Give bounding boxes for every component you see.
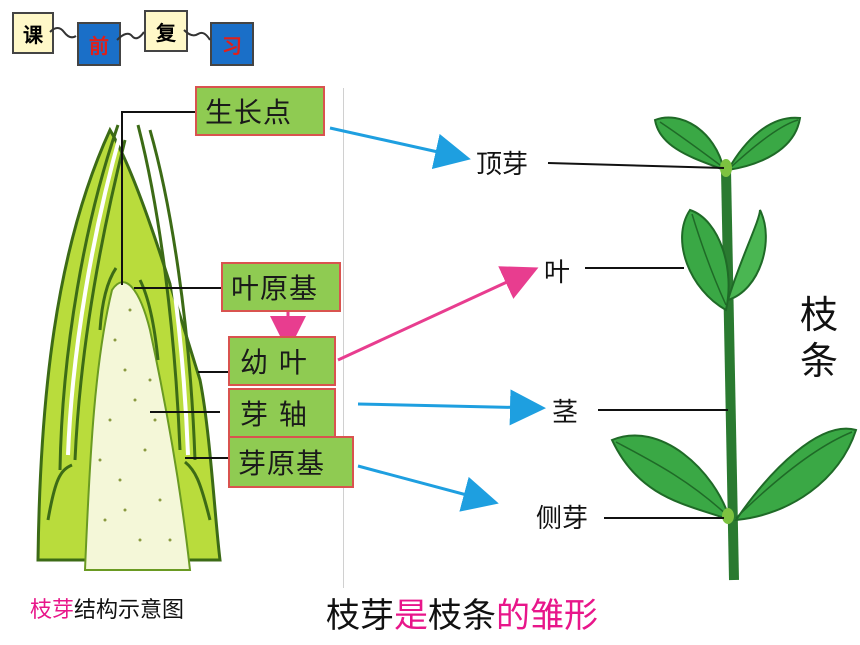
label-bud-axis: 芽 轴 — [228, 388, 336, 438]
label-bud-primordium-text: 芽原基 — [238, 447, 326, 480]
arrow-young-to-leaf — [337, 266, 539, 362]
header-connectors — [49, 27, 211, 41]
arrow-growth-to-terminal — [329, 126, 471, 170]
label-lateral-bud: 侧芽 — [536, 504, 589, 534]
label-leaf-primordium-text: 叶原基 — [231, 272, 319, 305]
header-tag-fu-text: 复 — [156, 20, 176, 45]
header-tag-ke-text: 课 — [23, 22, 43, 47]
conclusion-part-b: 是 — [394, 596, 428, 636]
label-stem: 茎 — [552, 398, 579, 428]
conclusion-part-d: 的雏形 — [496, 596, 598, 636]
label-shoot: 枝条 — [800, 293, 839, 383]
label-growth-point: 生长点 — [195, 86, 325, 136]
bud-caption: 枝芽结构示意图 — [30, 592, 184, 624]
label-terminal-bud: 顶芽 — [476, 150, 529, 180]
conclusion-statement: 枝芽是枝条的雏形 — [326, 588, 598, 637]
arrow-axis-to-stem — [357, 389, 546, 426]
header-tag-xi: 习 — [210, 22, 254, 66]
bud-section-illustration — [36, 124, 222, 571]
label-bud-axis-text: 芽 轴 — [240, 398, 308, 431]
conclusion-part-a: 枝芽 — [326, 596, 394, 636]
bud-caption-accent: 枝芽 — [30, 598, 75, 623]
shoot-illustration — [610, 116, 858, 581]
header-tag-qian-text: 前 — [89, 33, 109, 58]
label-leaf-primordium: 叶原基 — [221, 262, 341, 312]
shoot-leader-lines — [547, 162, 728, 519]
header-tag-xi-text: 习 — [222, 33, 242, 58]
label-leaf: 叶 — [544, 258, 571, 288]
header-tag-fu: 复 — [144, 10, 188, 52]
label-young-leaf: 幼 叶 — [228, 336, 336, 386]
conclusion-part-c: 枝条 — [428, 596, 496, 636]
label-growth-point-text: 生长点 — [205, 96, 293, 129]
center-divider — [343, 88, 344, 588]
header-tag-qian: 前 — [77, 22, 121, 66]
arrow-budprim-to-lateral — [357, 464, 499, 512]
label-young-leaf-text: 幼 叶 — [240, 346, 308, 379]
bud-leader-lines — [121, 111, 228, 459]
label-bud-primordium: 芽原基 — [228, 436, 354, 488]
bud-caption-rest: 结构示意图 — [74, 598, 185, 623]
header-tag-ke: 课 — [12, 12, 54, 54]
